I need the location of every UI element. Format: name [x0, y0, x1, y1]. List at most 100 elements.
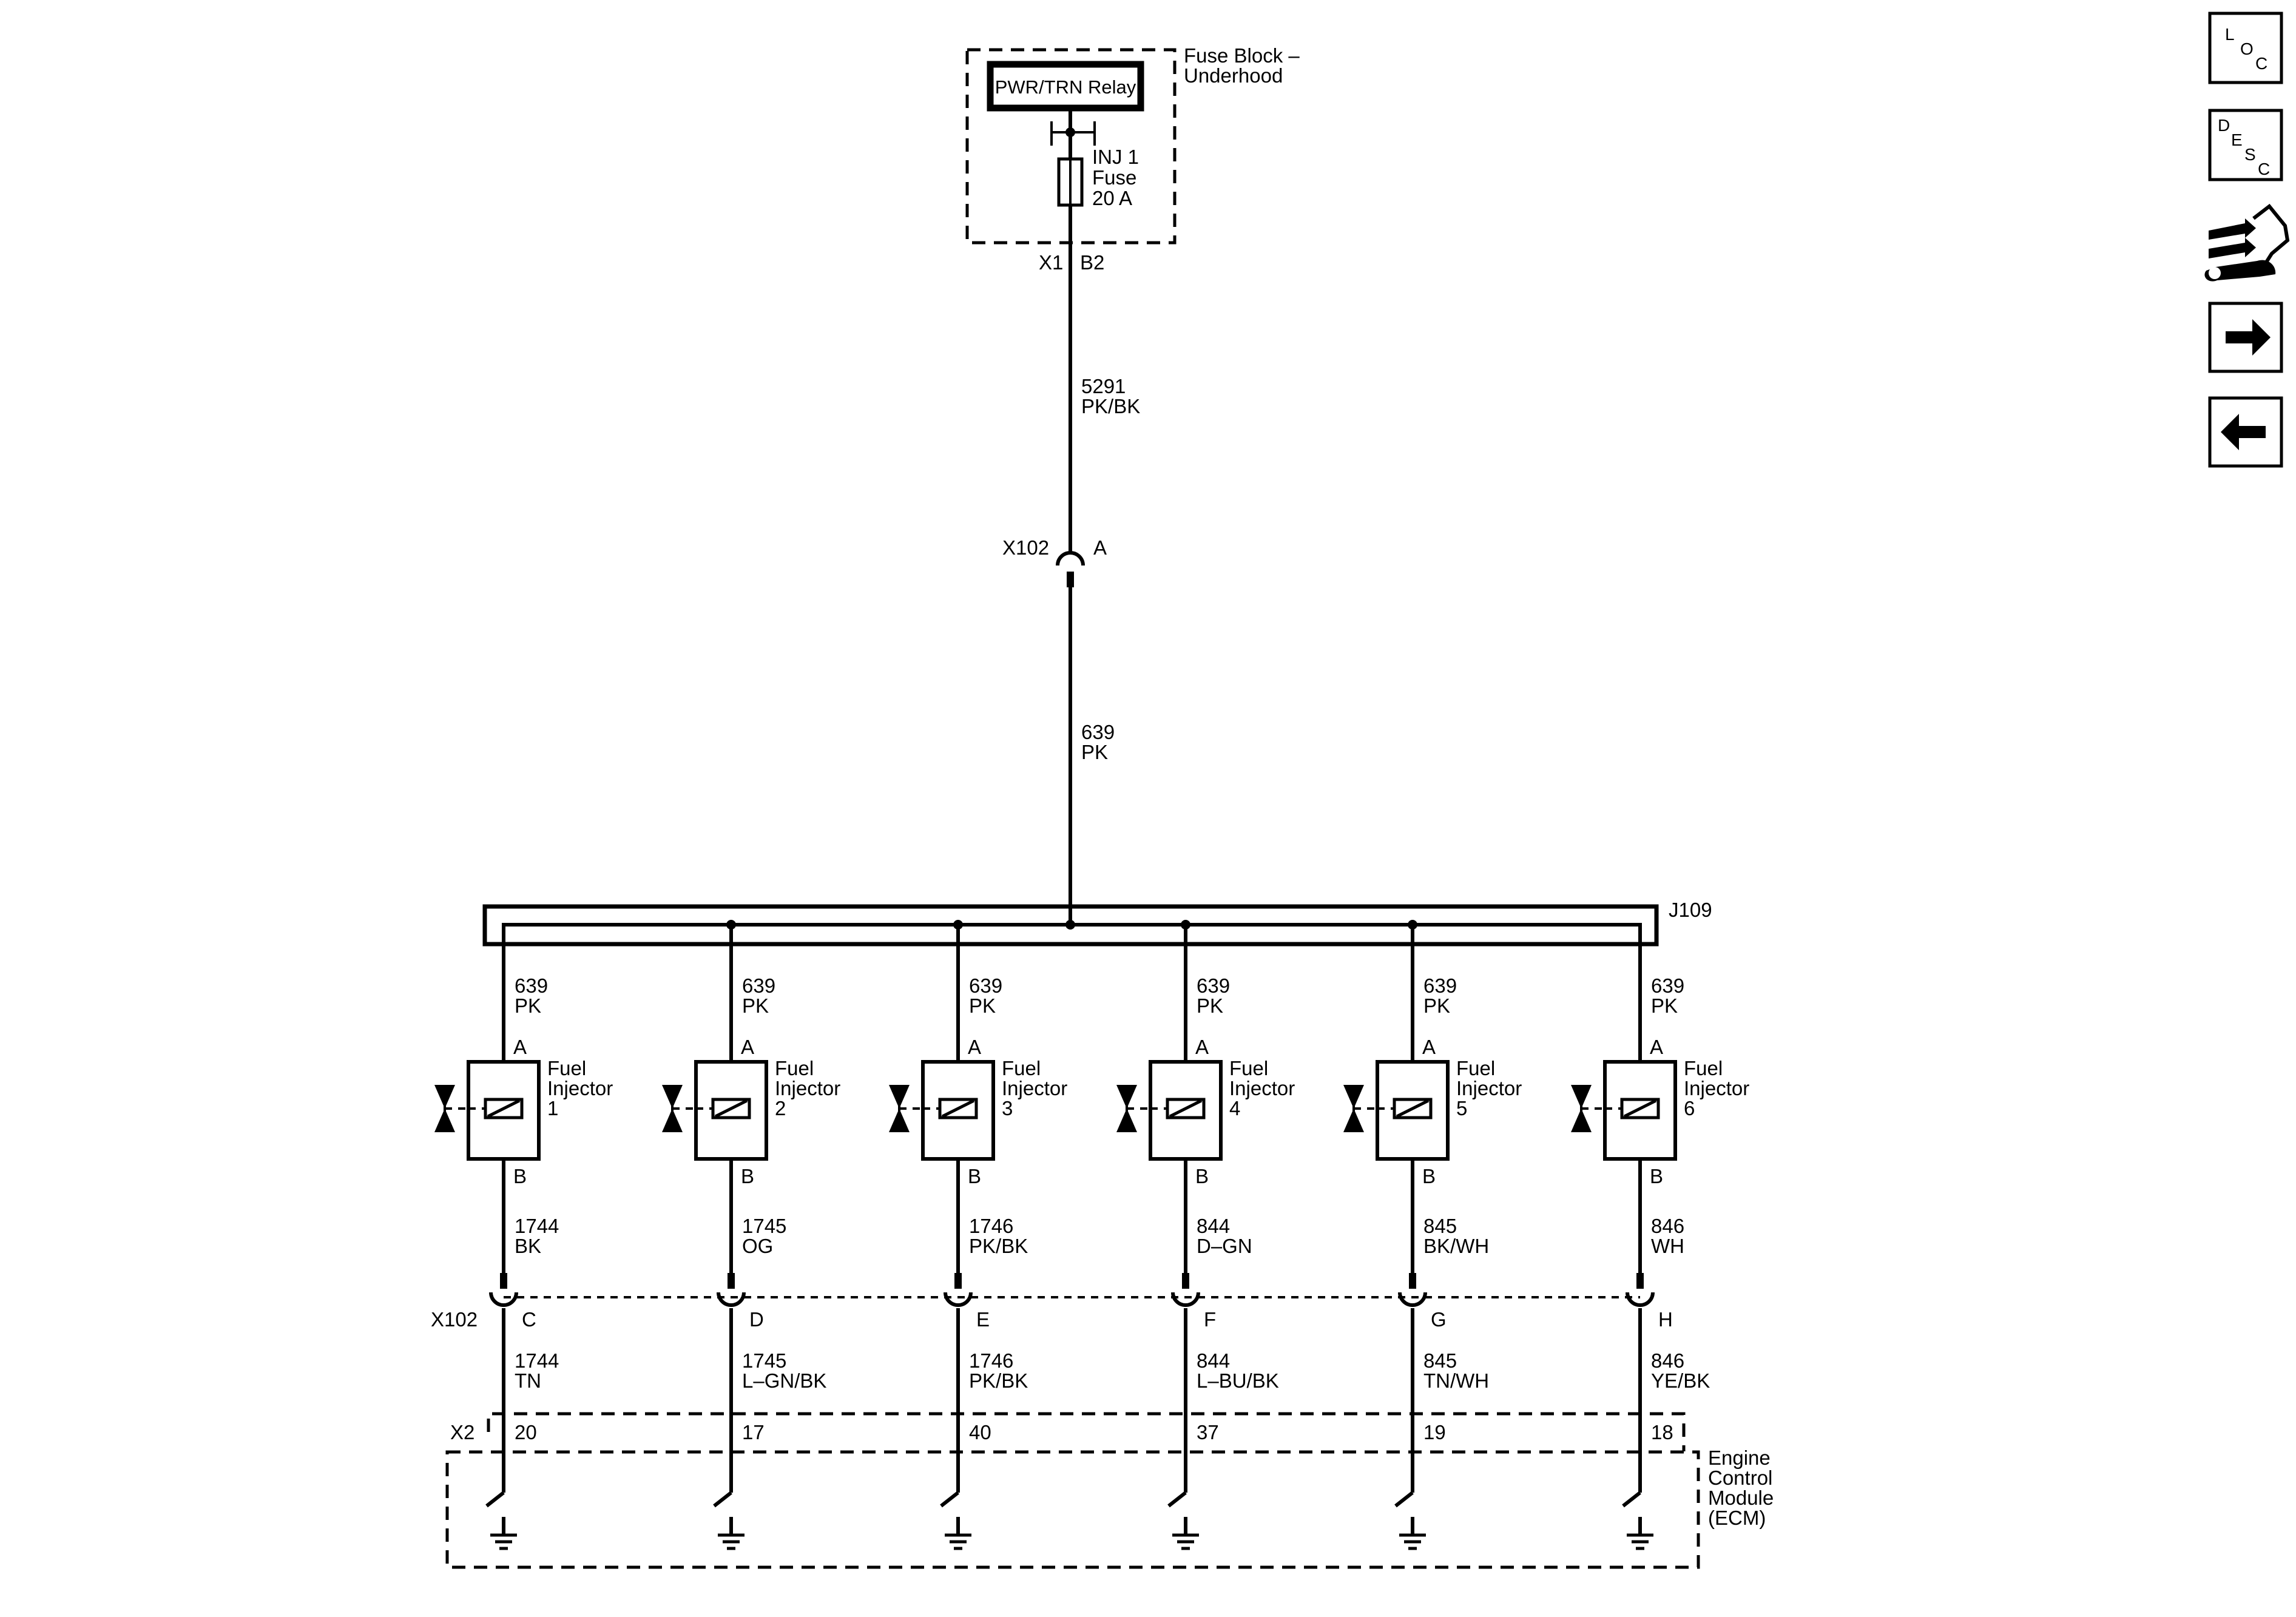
output-wire-color: BK [515, 1235, 541, 1257]
fuse-block-connector: X1 [1039, 251, 1063, 274]
injector-pin-b: B [741, 1165, 754, 1187]
ecm-pin: 40 [969, 1421, 991, 1443]
ecm-wire-color: L–GN/BK [742, 1369, 826, 1392]
x102-connector-lower: X102 [431, 1296, 1640, 1331]
injector-name-line1: Fuel [1456, 1057, 1495, 1079]
feed-wire-color: PK [1651, 994, 1678, 1017]
ecm-name-2: Control [1708, 1467, 1772, 1489]
feed-wire-circuit: 639 [515, 974, 548, 997]
injector-pin-b: B [1422, 1165, 1436, 1187]
injector-name-line2: Injector [547, 1077, 613, 1099]
x102-pin: D [749, 1308, 764, 1331]
output-wire-color: BK/WH [1423, 1235, 1489, 1257]
ecm-wire-circuit: 846 [1651, 1349, 1684, 1372]
next-button[interactable] [2208, 302, 2283, 373]
ecm-outline [445, 1450, 1700, 1569]
injector-pin-b: B [1650, 1165, 1663, 1187]
connector-repair-icon [2204, 203, 2290, 282]
ecm-wire-circuit: 845 [1423, 1349, 1457, 1372]
back-button[interactable] [2208, 396, 2283, 468]
feed-wire-circuit: 639 [1423, 974, 1457, 997]
splice-j109: J109 [482, 899, 1712, 956]
injector-pin-a: A [513, 1036, 527, 1058]
bus-wire-circuit: 639 [1081, 721, 1115, 743]
loc-letter-o: O [2240, 39, 2254, 58]
output-wire-color: D–GN [1197, 1235, 1252, 1257]
loc-button[interactable]: L O C [2208, 12, 2283, 84]
feed-wire-color: PK/BK [1081, 395, 1140, 417]
feed-wire-color: PK [969, 994, 996, 1017]
feed-wire-color: PK [1423, 994, 1450, 1017]
desc-letter-d: D [2218, 116, 2230, 135]
splice-label: J109 [1669, 899, 1712, 921]
output-wire-circuit: 1744 [515, 1215, 559, 1237]
fuse-block-title: Fuse Block – [1184, 44, 1300, 67]
injector-number: 6 [1684, 1097, 1695, 1119]
x102-pin: F [1204, 1308, 1216, 1331]
fuse-word: Fuse [1092, 166, 1136, 189]
injector-column-3: 639PKAFuelInjector3B1746PK/BKE1746PK/BK4… [889, 920, 1067, 1550]
fuel-injector-6 [1571, 1060, 1677, 1161]
feed-wire-circuit: 5291 [1081, 375, 1126, 397]
x102-pin: E [976, 1308, 990, 1331]
ecm-driver-switch [485, 1491, 505, 1508]
connector-repair-button[interactable] [2204, 203, 2290, 282]
injector-name-line2: Injector [1456, 1077, 1522, 1099]
injector-pin-a: A [968, 1036, 981, 1058]
injector-name-line1: Fuel [1684, 1057, 1723, 1079]
injector-name-line1: Fuel [1002, 1057, 1041, 1079]
fuse-name: INJ 1 [1092, 146, 1139, 168]
x102-pin: C [522, 1308, 536, 1331]
x102-pin: G [1431, 1308, 1447, 1331]
bus-wire: 639 PK [1069, 587, 1115, 925]
fuel-injector-1 [434, 1060, 541, 1161]
ecm-name-1: Engine [1708, 1447, 1771, 1469]
output-wire-color: WH [1651, 1235, 1684, 1257]
injector-number: 5 [1456, 1097, 1467, 1119]
x102-pin-a: A [1093, 536, 1107, 559]
ecm-wire-circuit: 1744 [515, 1349, 559, 1372]
feed-wire-circuit: 639 [742, 974, 775, 997]
injector-name-line2: Injector [1229, 1077, 1295, 1099]
desc-letter-e: E [2231, 130, 2243, 149]
injector-pin-b: B [513, 1165, 527, 1187]
ecm-wire-circuit: 1746 [969, 1349, 1013, 1372]
arrow-right-icon [2226, 319, 2271, 356]
ecm-name-3: Module [1708, 1487, 1774, 1509]
fuse-rating: 20 A [1092, 187, 1132, 209]
loc-letter-l: L [2225, 25, 2235, 44]
injector-pin-a: A [1195, 1036, 1209, 1058]
injector-pin-b: B [1195, 1165, 1209, 1187]
injector-pin-a: A [1650, 1036, 1663, 1058]
output-wire-circuit: 1745 [742, 1215, 786, 1237]
engine-control-module: X2 Engine Control Module (ECM) [445, 1412, 1774, 1569]
ecm-wire-circuit: 1745 [742, 1349, 786, 1372]
pwr-trn-relay: PWR/TRN Relay [987, 61, 1144, 146]
x102-pin: H [1658, 1308, 1673, 1331]
ecm-driver-switch [940, 1491, 959, 1508]
inj1-fuse: INJ 1 Fuse 20 A [1057, 132, 1139, 243]
injector-number: 4 [1229, 1097, 1240, 1119]
ecm-wire-circuit: 844 [1197, 1349, 1230, 1372]
ecm-pin: 20 [515, 1421, 537, 1443]
feed-wire-color: PK [1197, 994, 1223, 1017]
x102-connector-a: X102 A [1002, 536, 1107, 587]
injector-columns: 639PKAFuelInjector1B1744BKC1744TN20639PK… [434, 920, 1749, 1550]
fuel-injector-2 [662, 1060, 768, 1161]
ecm-wire-color: YE/BK [1651, 1369, 1710, 1392]
injector-pin-b: B [968, 1165, 981, 1187]
feed-wire-color: PK [515, 994, 541, 1017]
injector-pin-a: A [741, 1036, 754, 1058]
ecm-wire-color: L–BU/BK [1197, 1369, 1279, 1392]
injector-number: 2 [775, 1097, 786, 1119]
fuel-injector-3 [889, 1060, 995, 1161]
desc-button[interactable]: D E S C [2208, 109, 2283, 181]
fuse-block-underhood: Fuse Block – Underhood PWR/TRN Relay INJ… [965, 44, 1300, 274]
ecm-wire-color: PK/BK [969, 1369, 1028, 1392]
output-wire-circuit: 844 [1197, 1215, 1230, 1237]
injector-name-line2: Injector [775, 1077, 840, 1099]
desc-letter-s: S [2244, 145, 2256, 164]
